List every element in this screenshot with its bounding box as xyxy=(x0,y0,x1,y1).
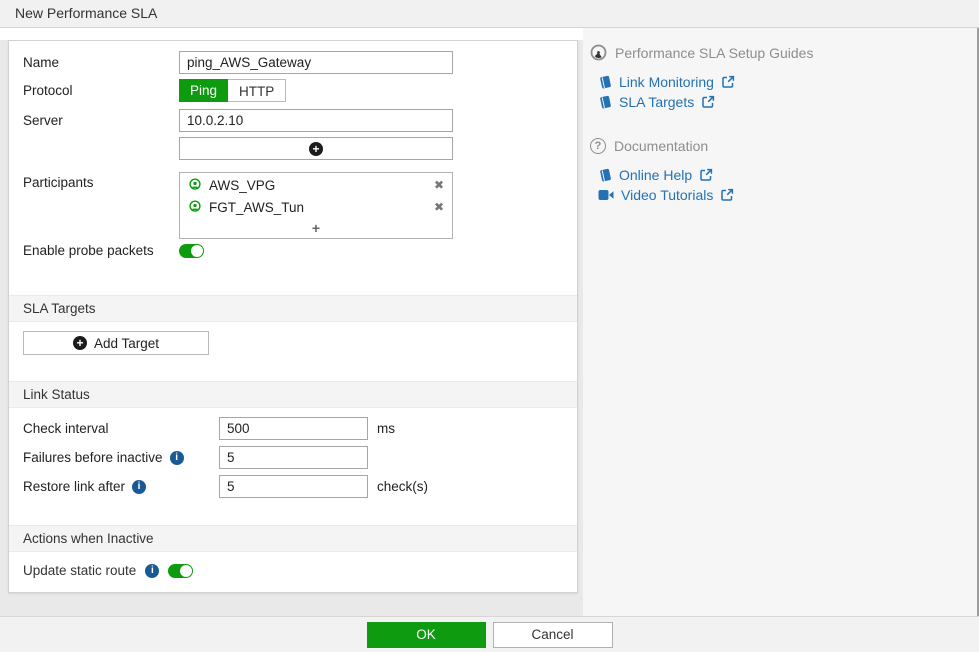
participant-item: FGT_AWS_Tun ✖ xyxy=(180,196,452,218)
ok-button[interactable]: OK xyxy=(366,621,486,648)
actions-when-inactive-section-header: Actions when Inactive xyxy=(9,525,577,552)
online-help-link[interactable]: Online Help xyxy=(598,167,977,183)
name-input[interactable] xyxy=(179,51,453,74)
link-status-section-header: Link Status xyxy=(9,381,577,408)
cancel-button[interactable]: Cancel xyxy=(492,621,613,648)
enable-probe-packets-row: Enable probe packets xyxy=(23,243,204,258)
remove-participant-icon[interactable]: ✖ xyxy=(433,200,444,214)
window-title-bar: New Performance SLA xyxy=(0,0,979,28)
plus-circle-icon: + xyxy=(72,336,87,350)
info-icon[interactable]: i xyxy=(169,450,184,465)
server-input[interactable] xyxy=(179,109,453,132)
protocol-option-ping[interactable]: Ping xyxy=(179,79,229,102)
update-static-route-row: Update static route i xyxy=(23,563,194,578)
check-interval-unit: ms xyxy=(377,421,395,436)
add-target-button[interactable]: + Add Target xyxy=(23,331,209,355)
external-link-icon xyxy=(722,75,735,88)
participant-name: FGT_AWS_Tun xyxy=(209,199,305,215)
server-row: Server xyxy=(23,109,453,132)
external-link-icon xyxy=(721,188,734,201)
setup-guides-icon xyxy=(590,44,607,61)
add-server-button[interactable]: + xyxy=(179,137,453,160)
link-monitoring-link[interactable]: Link Monitoring xyxy=(598,74,977,90)
footer-bar: OK Cancel xyxy=(0,616,979,652)
check-interval-input[interactable] xyxy=(219,417,368,440)
restore-link-after-unit: check(s) xyxy=(377,479,429,494)
restore-link-after-label: Restore link after i xyxy=(23,479,219,494)
interface-icon xyxy=(189,200,201,212)
help-sidebar: Performance SLA Setup Guides Link Monito… xyxy=(583,28,979,616)
protocol-segmented-control: Ping HTTP xyxy=(179,79,287,102)
sla-targets-link[interactable]: SLA Targets xyxy=(598,94,977,110)
participant-name: AWS_VPG xyxy=(209,177,276,193)
book-icon xyxy=(600,75,611,89)
update-static-route-label: Update static route xyxy=(23,563,137,578)
protocol-option-http[interactable]: HTTP xyxy=(228,79,287,102)
name-label: Name xyxy=(23,55,60,70)
failures-before-inactive-label: Failures before inactive i xyxy=(23,450,219,465)
failures-before-inactive-input[interactable] xyxy=(219,446,368,469)
enable-probe-packets-toggle[interactable] xyxy=(179,243,204,258)
enable-probe-packets-label: Enable probe packets xyxy=(23,243,154,258)
participants-label: Participants xyxy=(23,175,94,190)
sla-targets-section-header: SLA Targets xyxy=(9,295,577,322)
protocol-label: Protocol xyxy=(23,83,73,98)
update-static-route-toggle[interactable] xyxy=(168,563,194,578)
protocol-row: Protocol Ping HTTP xyxy=(23,79,287,102)
info-icon[interactable]: i xyxy=(132,479,147,494)
server-label: Server xyxy=(23,113,63,128)
external-link-icon xyxy=(700,168,713,181)
failures-before-inactive-row: Failures before inactive i xyxy=(23,446,368,469)
check-interval-label: Check interval xyxy=(23,421,109,436)
book-icon xyxy=(600,168,611,182)
add-server-row: + xyxy=(23,137,453,160)
setup-guides-header: Performance SLA Setup Guides xyxy=(590,44,977,61)
add-participant-icon[interactable]: + xyxy=(311,219,321,236)
participants-list: AWS_VPG ✖ FGT_AWS_Tun ✖ + xyxy=(179,172,453,239)
video-tutorials-link[interactable]: Video Tutorials xyxy=(598,187,977,203)
page-title: New Performance SLA xyxy=(15,5,158,21)
check-interval-row: Check interval ms xyxy=(23,417,395,440)
external-link-icon xyxy=(702,95,715,108)
question-circle-icon: ? xyxy=(590,138,606,154)
participants-row: Participants AWS_VPG ✖ FGT_AWS_Tun ✖ xyxy=(23,172,453,239)
restore-link-after-row: Restore link after i check(s) xyxy=(23,475,428,498)
interface-icon xyxy=(189,178,201,190)
participant-item: AWS_VPG ✖ xyxy=(180,174,452,196)
book-icon xyxy=(600,95,611,109)
documentation-header: ? Documentation xyxy=(590,138,977,154)
name-row: Name xyxy=(23,51,453,74)
info-icon[interactable]: i xyxy=(145,563,160,578)
video-camera-icon xyxy=(598,190,614,200)
restore-link-after-input[interactable] xyxy=(219,475,368,498)
plus-circle-icon: + xyxy=(309,141,323,156)
remove-participant-icon[interactable]: ✖ xyxy=(433,178,444,192)
performance-sla-form: Name Protocol Ping HTTP Server + Partici… xyxy=(8,40,578,593)
